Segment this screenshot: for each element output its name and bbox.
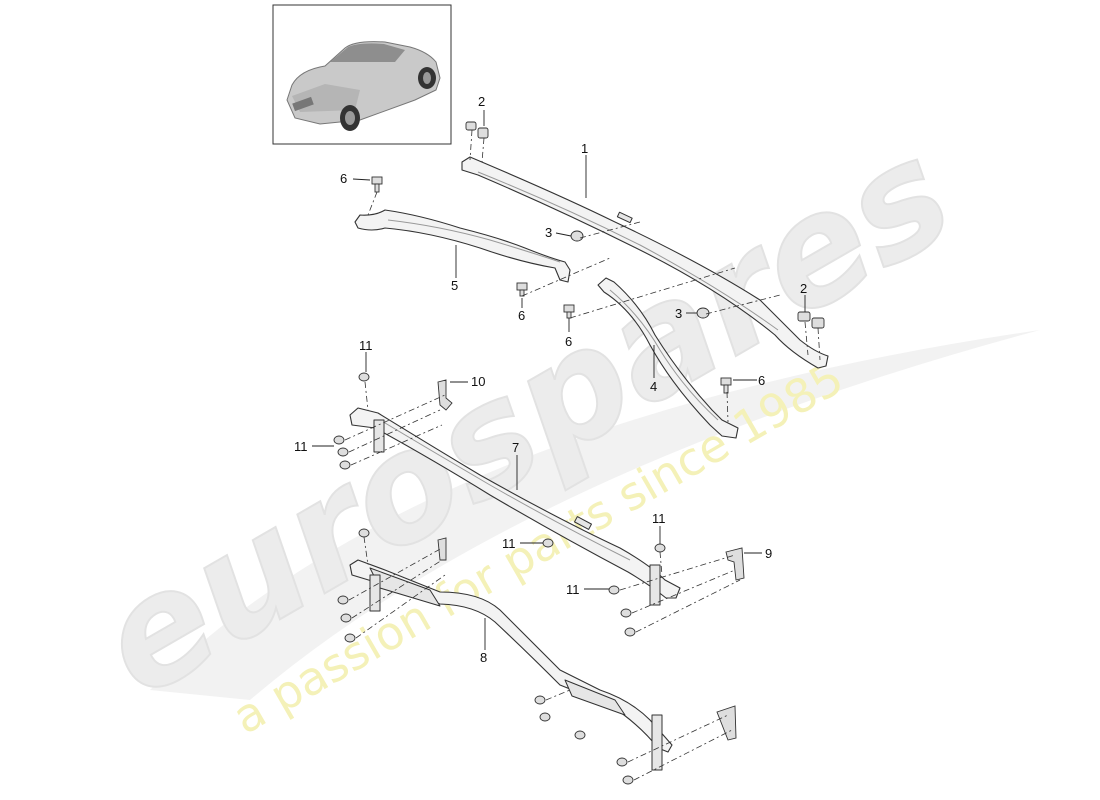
callout-8[interactable]: 8 xyxy=(480,650,487,665)
callout-2-right[interactable]: 2 xyxy=(800,281,807,296)
grommet-3-a[interactable] xyxy=(570,230,584,242)
bracket-lower-left[interactable] xyxy=(437,537,447,561)
callout-3-a[interactable]: 3 xyxy=(545,225,552,240)
callouts: 2 1 6 3 5 6 6 3 2 4 6 11 10 11 7 11 11 9… xyxy=(294,94,807,665)
callout-11-d[interactable]: 11 xyxy=(652,511,666,526)
vehicle-thumbnail[interactable] xyxy=(272,4,452,145)
hardware xyxy=(333,121,825,785)
callout-10[interactable]: 10 xyxy=(471,374,485,389)
callout-7[interactable]: 7 xyxy=(512,440,519,455)
grommet-3-b[interactable] xyxy=(696,307,710,319)
callout-6-b[interactable]: 6 xyxy=(518,308,525,323)
callout-2-top[interactable]: 2 xyxy=(478,94,485,109)
bracket-10[interactable] xyxy=(437,379,453,411)
assembly-lines xyxy=(344,129,821,781)
callout-6-a[interactable]: 6 xyxy=(340,171,347,186)
nut-2-top[interactable] xyxy=(465,121,489,139)
callout-11-a[interactable]: 11 xyxy=(359,338,373,353)
part-1-roof-bow[interactable] xyxy=(461,156,829,369)
callout-6-d[interactable]: 6 xyxy=(758,373,765,388)
callout-6-c[interactable]: 6 xyxy=(565,334,572,349)
callout-11-c[interactable]: 11 xyxy=(502,536,516,551)
bracket-9[interactable] xyxy=(725,547,745,581)
callout-5[interactable]: 5 xyxy=(451,278,458,293)
bolt-6-b[interactable] xyxy=(516,282,528,297)
callout-11-e[interactable]: 11 xyxy=(566,582,580,597)
clip-11[interactable] xyxy=(333,372,666,785)
nut-2-right[interactable] xyxy=(797,311,825,329)
rear-bow-bracket-right xyxy=(649,564,661,606)
part-7-rear-bow[interactable] xyxy=(349,407,681,606)
bolt-6-a[interactable] xyxy=(371,176,383,193)
callout-4[interactable]: 4 xyxy=(650,379,657,394)
part-8-lower-bow[interactable] xyxy=(349,559,673,771)
lower-bow-bracket-right xyxy=(651,714,663,771)
car-suv-icon xyxy=(286,41,441,131)
lower-bow-bracket-left xyxy=(369,574,381,612)
part-5-front-bow[interactable] xyxy=(354,209,571,283)
callout-1[interactable]: 1 xyxy=(581,141,588,156)
callout-11-b[interactable]: 11 xyxy=(294,439,308,454)
bolt-6-d[interactable] xyxy=(720,377,732,394)
part-4-strut[interactable] xyxy=(597,277,739,439)
callout-9[interactable]: 9 xyxy=(765,546,772,561)
callout-3-b[interactable]: 3 xyxy=(675,306,682,321)
leader-lines xyxy=(312,110,806,650)
bracket-lower[interactable] xyxy=(716,705,737,741)
